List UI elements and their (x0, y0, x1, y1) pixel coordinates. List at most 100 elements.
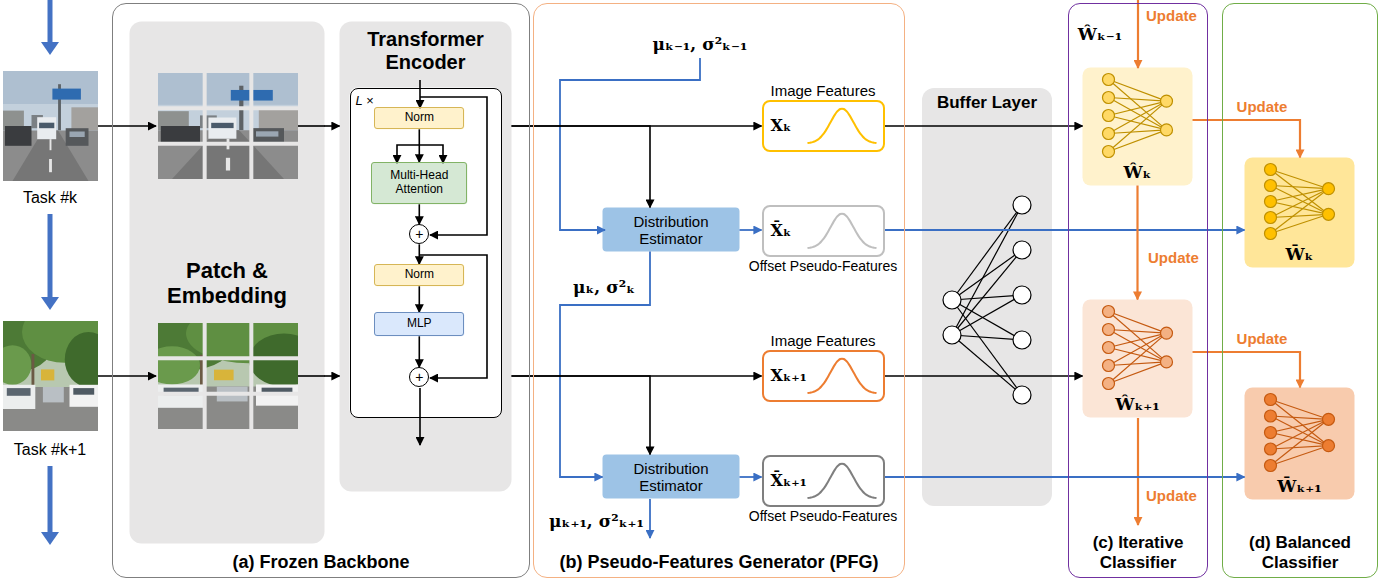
neuron (1013, 386, 1031, 404)
connector (1193, 120, 1301, 158)
wire (298, 375, 325, 377)
network-link (1271, 170, 1329, 189)
street-photo (158, 323, 298, 429)
connector (418, 204, 420, 224)
pseudo-feature-box: X̄ₖ₊₁Offset Pseudo-Features (762, 455, 885, 507)
neuron (1013, 331, 1031, 349)
flow-arrow (48, 214, 53, 299)
layer-name: Norm (405, 111, 434, 125)
connector (1193, 352, 1301, 388)
network-link (1109, 130, 1167, 152)
connector (885, 375, 1083, 377)
distribution-curve (808, 109, 877, 143)
classifier-box: Ŵₖ (1083, 68, 1193, 186)
neuron (1161, 356, 1173, 368)
wire (1137, 418, 1139, 525)
balanced-classifier-panel: (d) Balanced ClassifierW̄ₖW̄ₖ₊₁ (1222, 3, 1378, 578)
box-heading: Image Features (770, 81, 875, 98)
street-photo (158, 73, 298, 179)
neuron (1265, 212, 1277, 224)
backbone-panel: (a) Frozen BackbonePatch & EmbeddingTran… (112, 3, 530, 578)
plus-sign: + (415, 226, 423, 242)
encoder-layer-box: L ×NormMulti-Head Attention+NormMLP+ (350, 88, 502, 418)
math-symbol: X̄ₖ₊₁ (771, 471, 807, 489)
neuron (1265, 228, 1277, 240)
add-circle: + (409, 367, 429, 387)
edge-label: Update (1235, 330, 1290, 347)
connector (885, 476, 1245, 478)
task-label: Task #k+1 (14, 441, 86, 459)
wire (419, 80, 421, 108)
patch-gap (158, 392, 298, 396)
network-link (1109, 312, 1167, 334)
connector (418, 244, 420, 264)
patch-embedding-block: Patch & Embedding (130, 22, 325, 544)
box-caption: Offset Pseudo-Features (749, 508, 897, 524)
network-link (1271, 416, 1329, 419)
box-heading: Image Features (770, 331, 875, 348)
neuron (1265, 180, 1277, 192)
patch-gap (203, 323, 207, 429)
weight-symbol: Ŵₖ₊₁ (1115, 395, 1159, 415)
shape-fill (603, 455, 740, 499)
connector (325, 125, 340, 127)
update-label: Update (1146, 487, 1197, 504)
wire (420, 145, 443, 163)
weight-symbol: W̄ₖ (1286, 245, 1314, 265)
network-link (952, 295, 1022, 300)
neuron (1103, 306, 1115, 318)
norm-box: Norm (374, 107, 464, 129)
block-title: Patch & Embedding (147, 257, 307, 308)
mlp-box: MLP (374, 312, 464, 336)
network-link (1271, 189, 1329, 234)
flow-arrow-head (41, 532, 59, 545)
network-link (1109, 98, 1167, 130)
network-link (1109, 333, 1167, 365)
panel-title: (c) Iterative Classifier (1073, 533, 1203, 572)
shape-fill (1083, 300, 1193, 418)
network-link (1109, 101, 1167, 133)
panel-title: (d) Balanced Classifier (1227, 533, 1373, 572)
neuron (1265, 394, 1277, 406)
illustrations (0, 0, 1335, 545)
neuron (1265, 196, 1277, 208)
network-link (952, 250, 1022, 335)
patch-gap (158, 106, 298, 110)
network-link (1271, 214, 1329, 233)
neuron (1103, 146, 1115, 158)
neuron (1323, 183, 1335, 195)
distribution-estimator: Distribution Estimator (603, 455, 740, 499)
network-link (1109, 330, 1167, 362)
network-link (1109, 333, 1167, 383)
street-photo (3, 321, 98, 431)
patch-gap (158, 356, 298, 360)
neuron (1013, 286, 1031, 304)
network-link (952, 335, 1022, 340)
statistics-label: μₖ₋₁, σ²ₖ₋₁ (653, 35, 748, 55)
process-name: Distribution Estimator (609, 459, 734, 494)
shape-fill (409, 367, 429, 387)
neuron (1265, 427, 1277, 439)
connector (560, 252, 650, 478)
task-label: Task #k (23, 189, 77, 207)
neuron (1103, 110, 1115, 122)
edge-label: Update (1146, 249, 1201, 266)
neuron (1161, 95, 1173, 107)
patch-gap (249, 323, 253, 429)
wire (298, 125, 325, 127)
shape-fill (130, 22, 325, 544)
neuron (1265, 443, 1277, 455)
network-link (1271, 419, 1329, 449)
norm-box: Norm (374, 264, 464, 286)
wire (98, 375, 156, 377)
shape-fill (374, 312, 464, 336)
distribution-curve (808, 359, 877, 393)
update-label: Update (1146, 7, 1197, 24)
box-caption: Offset Pseudo-Features (749, 258, 897, 274)
patch-gap (203, 73, 207, 179)
distribution-curve (808, 464, 877, 498)
neuron (1013, 241, 1031, 259)
pseudo-feature-box: X̄ₖOffset Pseudo-Features (762, 205, 885, 257)
neuron (1103, 74, 1115, 86)
math-symbol: Xₖ₊₁ (771, 366, 807, 384)
